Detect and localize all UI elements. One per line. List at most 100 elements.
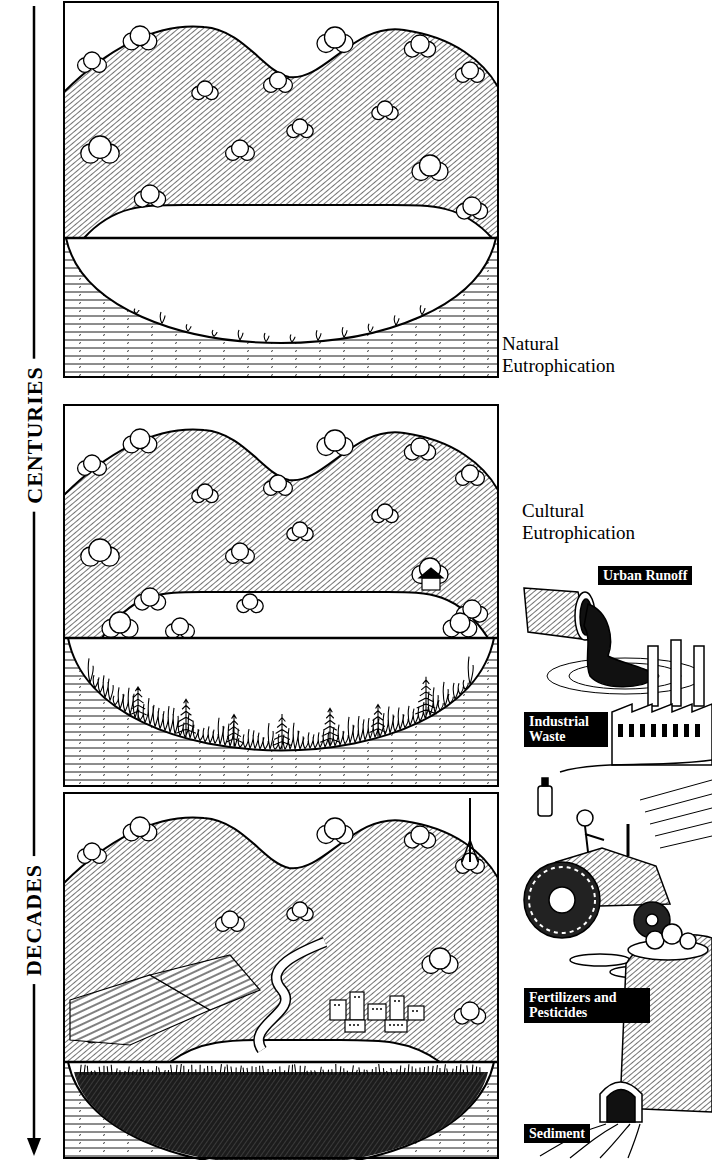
panel-ground (64, 405, 498, 786)
bush-lobe (377, 101, 392, 116)
bush-lobe (197, 484, 212, 499)
town-building (385, 1020, 407, 1032)
panel-frame (64, 405, 498, 786)
source-label: Fertilizers and Pesticides (529, 990, 645, 1021)
process-label: Natural Eutrophication (502, 333, 652, 377)
bush (78, 455, 107, 475)
bush-lobe (232, 543, 249, 560)
source-label: Industrial Waste (529, 714, 603, 745)
building-windows (354, 996, 360, 998)
bush-lobe (141, 185, 159, 203)
building-windows (389, 1024, 403, 1026)
spray-bottle (538, 786, 552, 816)
tractor-sketch (524, 778, 712, 978)
building-windows (372, 1008, 382, 1010)
bush-lobe (232, 140, 249, 157)
rear-wheel (524, 862, 600, 938)
bush-lobe (141, 588, 159, 606)
bush-lobe (430, 948, 451, 969)
lake-basin (66, 238, 496, 343)
bush-lobe (130, 26, 150, 46)
water-line (64, 637, 498, 640)
bush-lobe (292, 522, 307, 537)
label-box: Industrial Waste (524, 712, 608, 747)
town-building (408, 1006, 424, 1020)
bush-lobe (420, 155, 441, 176)
tower-base (462, 840, 478, 862)
factory-ground (560, 760, 712, 772)
water-line (64, 237, 498, 240)
culvert-opening (607, 1090, 635, 1123)
town-building (390, 996, 404, 1020)
sediment-sketch (540, 924, 712, 1158)
hillside (64, 817, 498, 1062)
dirty-water (584, 604, 656, 687)
label-box: Urban Runoff (598, 566, 692, 585)
bush (404, 35, 435, 57)
bush-lobe (172, 618, 189, 635)
bush-lobe (84, 52, 101, 69)
water-plants (80, 1064, 480, 1075)
bush-lobe (325, 430, 346, 451)
chimney (648, 646, 658, 706)
bush-lobe (292, 119, 307, 134)
bush-lobe (84, 455, 101, 472)
window (640, 724, 645, 737)
bush-lobe (463, 197, 481, 215)
bush-lobe (462, 465, 479, 482)
panel-ground (64, 2, 498, 377)
bush (166, 618, 195, 638)
bush-lobe (462, 62, 479, 79)
bush (81, 136, 119, 163)
bush (134, 588, 165, 610)
bush (456, 465, 485, 485)
lake-basin (68, 638, 494, 751)
bush-lobe (242, 594, 257, 609)
house-wall (422, 578, 440, 590)
bush-lobe (450, 613, 470, 633)
water-line (64, 1061, 498, 1064)
factory-windows (618, 724, 700, 737)
bush (443, 613, 477, 637)
bush (422, 948, 458, 974)
bush (404, 826, 435, 848)
bush (123, 429, 157, 453)
window (673, 724, 678, 737)
building-windows (394, 1000, 400, 1002)
bush (226, 140, 255, 160)
label-box: Fertilizers and Pesticides (524, 988, 650, 1023)
town-building (350, 992, 364, 1020)
water-plants (88, 657, 473, 750)
bush (264, 475, 293, 495)
bush (237, 594, 263, 613)
window (618, 724, 623, 737)
bush-lobe (270, 72, 287, 89)
bush (662, 924, 682, 944)
roller (570, 954, 630, 966)
bush (456, 62, 485, 82)
driver-head (577, 810, 593, 826)
wheel-tread (529, 867, 595, 933)
hillside (64, 429, 498, 638)
bush-lobe (270, 475, 287, 492)
bush-lobe (411, 438, 429, 456)
window (629, 724, 634, 737)
river-edge (259, 942, 325, 1050)
bush (78, 843, 107, 863)
wheel-hub (646, 914, 658, 926)
lake-bed-ground (64, 238, 498, 377)
culvert-arch (600, 1082, 642, 1122)
bush (123, 817, 157, 841)
building-windows (412, 1010, 420, 1012)
bush (81, 539, 119, 566)
bush (317, 27, 353, 53)
source-label: Sediment (529, 1126, 585, 1141)
factory-building (612, 704, 712, 765)
town-building (345, 1020, 365, 1032)
bush-lobe (222, 911, 239, 928)
bush (216, 911, 245, 931)
bush (102, 612, 138, 638)
bush-lobe (130, 817, 150, 837)
bush-lobe (84, 843, 101, 860)
